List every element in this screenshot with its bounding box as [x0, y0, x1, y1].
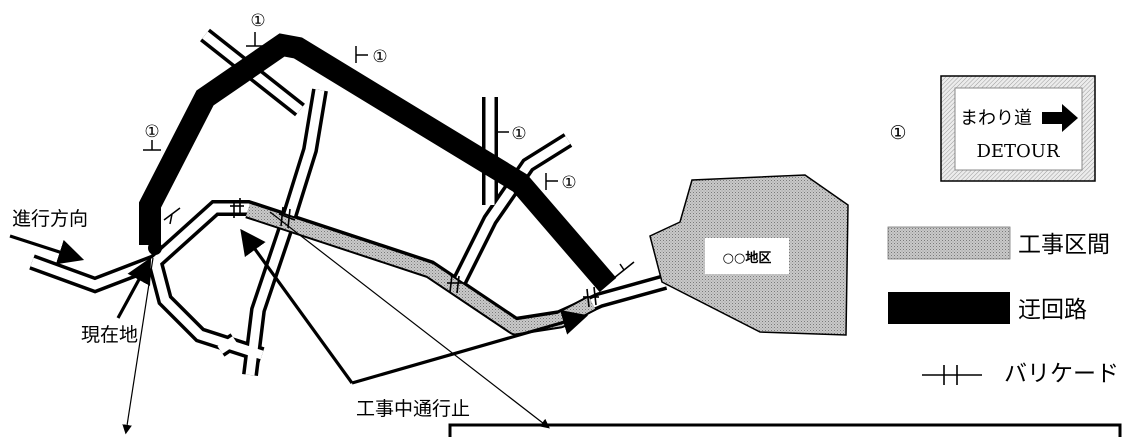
closure-arrow-right: [351, 309, 589, 385]
barricades: [230, 198, 599, 308]
legend: 工事区間 迂回路 バリケード: [887, 226, 1119, 387]
district-label: ○○地区: [723, 250, 772, 266]
sign-marker: ①: [246, 11, 266, 47]
legend-detour-swatch: [888, 292, 1010, 324]
detour-route: [139, 33, 617, 293]
sign-marker: ①: [355, 46, 388, 67]
current-location-label: 現在地: [81, 324, 138, 346]
leader-line-left: [122, 257, 154, 435]
sign-marker: ①: [545, 173, 577, 193]
svg-text:①: ①: [561, 173, 576, 193]
direction-arrow: [9, 234, 85, 265]
current-location-arrow: [116, 257, 152, 319]
leader-line-right: [269, 211, 550, 429]
barricade-mark: [583, 286, 599, 308]
sign-post: [613, 261, 635, 279]
barricade-mark: [278, 206, 296, 229]
legend-barricade-label: バリケード: [1004, 361, 1119, 387]
lower-panel-border: [448, 423, 1122, 437]
detour-sign-text-jp: まわり道: [960, 108, 1032, 129]
road-closed-label: 工事中通行止: [356, 398, 470, 420]
svg-text:①: ①: [144, 122, 159, 142]
svg-text:①: ①: [372, 47, 387, 67]
current-location-dot: [148, 241, 162, 255]
district-label-box: [705, 238, 789, 274]
detour-sign-text-en: DETOUR: [976, 141, 1060, 162]
barricade-mark: [230, 198, 244, 218]
legend-detour-label: 迂回路: [1018, 297, 1087, 323]
annotation-arrows: [9, 211, 589, 435]
legend-barricade-symbol: [922, 365, 982, 385]
detour-sign-key: ① まわり道 DETOUR: [889, 75, 1096, 182]
arrow-right-icon: [1042, 104, 1078, 132]
detour-sign-marker: ①: [889, 122, 906, 144]
sign-marker: ①: [496, 124, 527, 144]
svg-text:①: ①: [511, 124, 526, 144]
barricade-mark: [447, 274, 465, 294]
direction-label: 進行方向: [12, 208, 88, 230]
legend-construction-swatch: [887, 226, 1011, 260]
sign-markers: ① ① ① ① ①: [143, 11, 635, 279]
closure-arrow-left: [240, 228, 354, 384]
sign-marker: ①: [143, 122, 161, 151]
sign-post: [163, 207, 181, 225]
legend-construction-label: 工事区間: [1018, 232, 1110, 258]
svg-text:①: ①: [250, 11, 265, 31]
